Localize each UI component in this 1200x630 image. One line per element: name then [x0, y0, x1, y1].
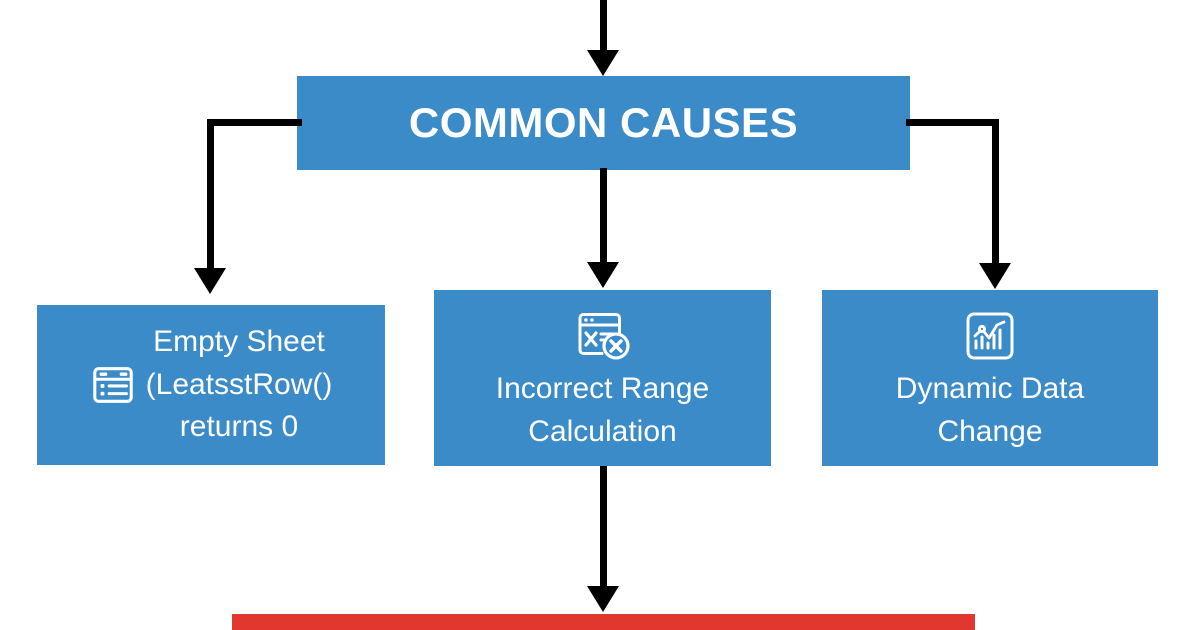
arrowhead-icon — [979, 263, 1011, 289]
arrowhead-icon — [587, 586, 619, 612]
connector-line — [207, 119, 214, 271]
bottom-banner[interactable] — [232, 614, 975, 630]
connector-line — [207, 119, 302, 126]
bar-line-chart-icon — [961, 310, 1019, 362]
node-incorrect-range-label: Incorrect Range Calculation — [495, 372, 710, 448]
node-common-causes[interactable]: COMMON CAUSES — [297, 76, 910, 170]
connector-line — [600, 168, 607, 266]
connector-line — [600, 0, 607, 54]
connector-line — [600, 466, 607, 591]
node-common-causes-label: COMMON CAUSES — [408, 99, 799, 146]
spreadsheet-list-icon — [90, 362, 136, 408]
node-dynamic-data[interactable]: Dynamic Data Change — [822, 290, 1158, 466]
arrowhead-icon — [587, 262, 619, 288]
arrowhead-icon — [587, 50, 619, 76]
node-empty-sheet[interactable]: Empty Sheet (LeatsstRow() returns 0 — [37, 305, 385, 465]
arrowhead-icon — [194, 268, 226, 294]
node-dynamic-data-label: Dynamic Data Change — [895, 372, 1085, 448]
spreadsheet-error-icon — [574, 310, 632, 362]
connector-line — [906, 119, 999, 126]
node-incorrect-range[interactable]: Incorrect Range Calculation — [434, 290, 771, 466]
node-empty-sheet-label: Empty Sheet (LeatsstRow() returns 0 — [145, 325, 333, 444]
connector-line — [992, 119, 999, 267]
